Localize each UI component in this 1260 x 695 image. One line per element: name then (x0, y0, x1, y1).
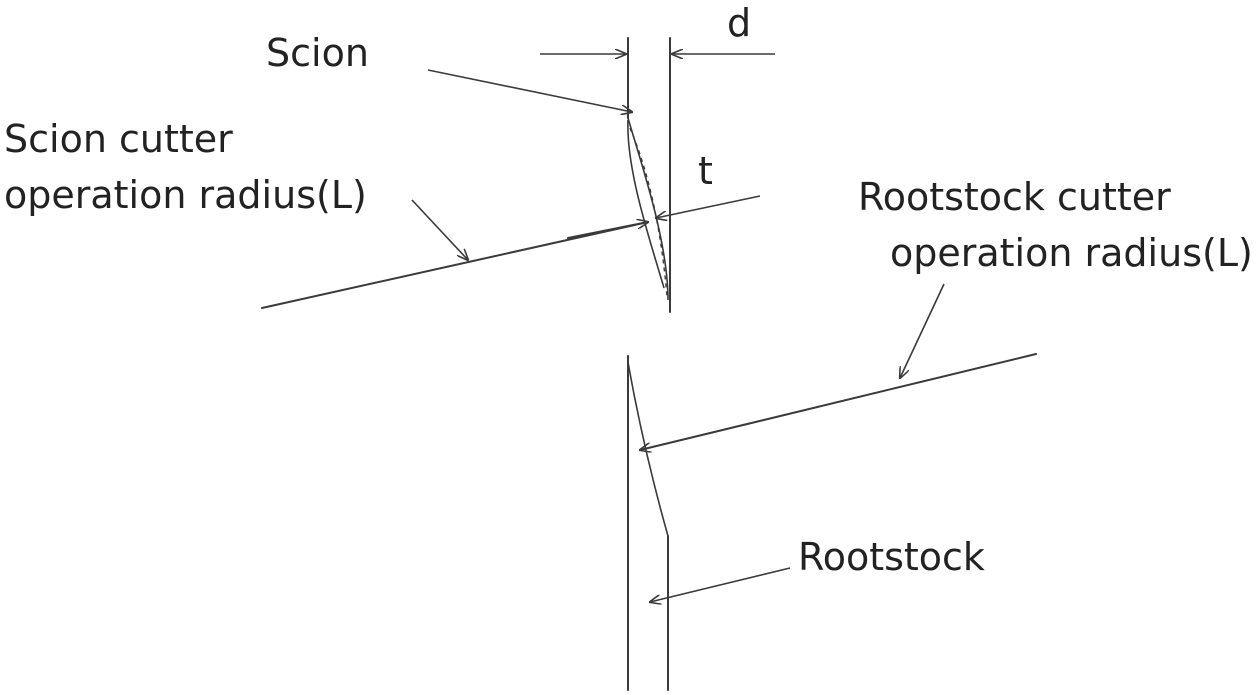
scion-label: Scion (266, 31, 369, 75)
rootstock-cutter-label-line1: Rootstock cutter (858, 175, 1171, 219)
scion-stem (627, 37, 671, 313)
d-label: d (727, 1, 751, 45)
scion-cutter-label-line1: Scion cutter (4, 117, 233, 161)
rootstock-cutter-leader (900, 283, 945, 378)
scion-cutter-label-line2: operation radius(L) (4, 173, 367, 217)
t-label: t (698, 149, 713, 193)
scion-leader (427, 69, 632, 112)
rootstock-cutter-label-line2: operation radius(L) (890, 231, 1253, 275)
rootstock-leader (650, 567, 791, 602)
rootstock-cutter-radius-line (640, 353, 1037, 450)
rootstock-stem (627, 355, 669, 691)
scion-cutter-radius-line (261, 222, 648, 309)
rootstock-label: Rootstock (798, 535, 985, 579)
t-dimension (656, 195, 761, 218)
scion-cutter-leader (411, 199, 468, 260)
